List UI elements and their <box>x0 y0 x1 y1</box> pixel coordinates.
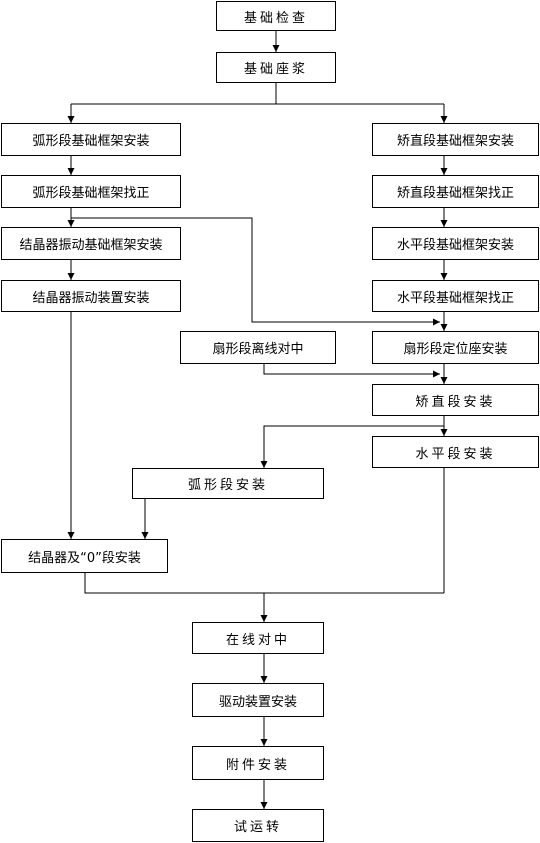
step-accessory-install: 附件安装 <box>192 746 324 780</box>
step-segment-seat-install: 扇形段定位座安装 <box>372 331 539 364</box>
step-straight-frame-install: 矫直段基础框架安装 <box>372 123 539 156</box>
step-segment-offline-align: 扇形段离线对中 <box>180 331 336 364</box>
step-arc-frame-install: 弧形段基础框架安装 <box>1 123 181 156</box>
step-mold-zero-segment-install: 结晶器及“0”段安装 <box>1 539 168 573</box>
step-trial-run: 试运转 <box>192 809 324 842</box>
step-foundation-grouting: 基础座浆 <box>216 52 336 83</box>
step-arc-frame-align: 弧形段基础框架找正 <box>1 175 181 208</box>
step-straight-frame-align: 矫直段基础框架找正 <box>372 175 539 208</box>
step-drive-install: 驱动装置安装 <box>192 683 324 717</box>
step-horizontal-frame-align: 水平段基础框架找正 <box>372 280 539 312</box>
connector-l2-m2 <box>71 217 440 326</box>
step-arc-segment-install: 弧形段安装 <box>132 468 324 499</box>
connector-cr-merge <box>84 573 444 594</box>
step-horizontal-segment-install: 水平段安装 <box>372 436 539 468</box>
step-mold-osc-device-install: 结晶器振动装置安装 <box>1 280 181 312</box>
step-horizontal-frame-install: 水平段基础框架安装 <box>372 227 539 260</box>
step-online-align: 在线对中 <box>192 622 324 654</box>
step-mold-osc-frame-install: 结晶器振动基础框架安装 <box>1 227 181 260</box>
connector-m3-arc <box>260 425 444 468</box>
connector-m1-m3 <box>263 364 440 378</box>
step-foundation-inspection: 基础检查 <box>216 1 336 31</box>
step-straight-segment-install: 矫直段安装 <box>372 384 539 416</box>
